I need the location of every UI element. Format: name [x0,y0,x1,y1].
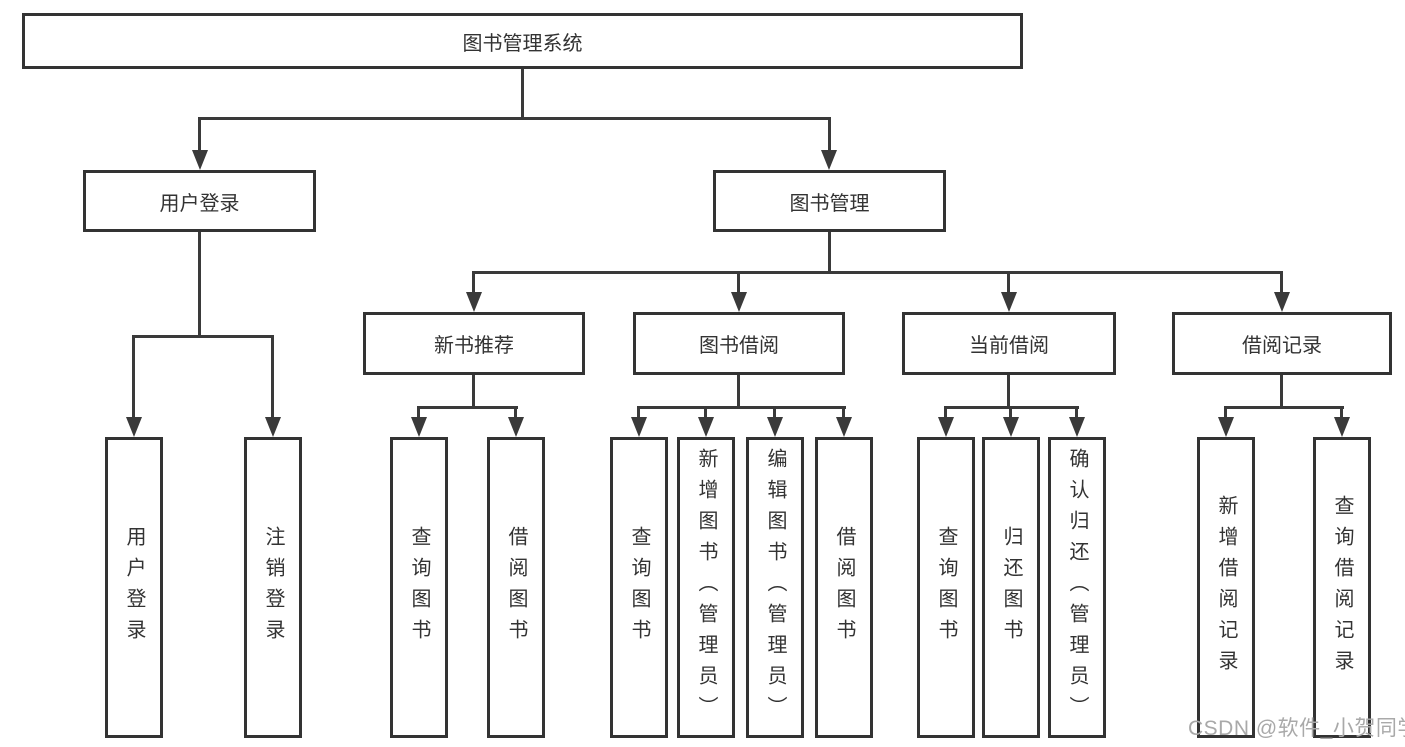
node-label: 图书管理系统 [462,32,583,55]
node-book-borrowing: 图书借阅 [633,312,845,375]
connector-book-borrow-bus [637,406,846,409]
arrowhead-down-icon [698,417,714,437]
leaf-add-borrow-record: 新增借阅记录 [1197,437,1255,738]
leaf-user-login: 用户登录 [105,437,163,738]
node-label: 图书管理 [789,192,870,215]
arrowhead-down-icon [1274,292,1290,312]
arrowhead-down-icon [411,417,427,437]
node-label: 查询借阅记录 [1331,494,1353,681]
node-current-borrowing: 当前借阅 [902,312,1116,375]
leaf-current-query-books: 查询图书 [917,437,975,738]
arrowhead-down-icon [265,417,281,437]
connector-root-bus [198,117,831,120]
leaf-return-books: 归还图书 [982,437,1040,738]
connector-drop-leaf [1224,406,1227,420]
arrowhead-down-icon [938,417,954,437]
arrowhead-down-icon [126,417,142,437]
connector-drop-leaf [1009,406,1012,420]
node-label: 借阅图书 [833,525,855,650]
node-label: 查询图书 [628,525,650,650]
connector-drop-borrow-records [1280,271,1283,297]
connector-drop-user-login [198,117,201,151]
node-label: 用户登录 [159,192,240,215]
connector-borrow-records-bus [1224,406,1344,409]
arrowhead-down-icon [1334,417,1350,437]
leaf-query-borrow-record: 查询借阅记录 [1313,437,1371,738]
node-label: 查询图书 [935,525,957,650]
node-label: 借阅记录 [1242,335,1322,357]
arrowhead-down-icon [466,292,482,312]
connector-borrow-records-stem [1280,375,1283,408]
arrowhead-down-icon [821,150,837,170]
connector-drop-leaf [773,406,776,420]
node-label: 确认归还（管理员） [1066,448,1088,727]
connector-book-management-bus [472,271,1283,274]
connector-drop-leaf [1075,406,1078,420]
node-label: 编辑图书（管理员） [764,448,786,727]
arrowhead-down-icon [731,292,747,312]
node-new-book-recommend: 新书推荐 [363,312,585,375]
arrowhead-down-icon [1069,417,1085,437]
node-label: 新增图书（管理员） [695,448,717,727]
connector-drop-book-borrow [737,271,740,297]
connector-new-book-bus [417,406,518,409]
arrowhead-down-icon [1218,417,1234,437]
connector-drop-leaf [514,406,517,420]
connector-drop-leaf [417,406,420,420]
connector-drop-leaf [944,406,947,420]
arrowhead-down-icon [192,150,208,170]
leaf-confirm-return-admin: 确认归还（管理员） [1048,437,1106,738]
connector-drop-leaf [704,406,707,420]
arrowhead-down-icon [631,417,647,437]
connector-book-borrow-stem [737,375,740,408]
leaf-recommend-query-books: 查询图书 [390,437,448,738]
node-label: 归还图书 [1000,525,1022,650]
connector-root-stem [521,69,524,119]
connector-drop-leaf [1340,406,1343,420]
node-label: 注销登录 [262,525,284,650]
connector-drop-current-borrow [1007,271,1010,297]
node-label: 借阅图书 [505,525,527,650]
connector-drop-leaf [132,335,135,420]
leaf-logout: 注销登录 [244,437,302,738]
node-user-login: 用户登录 [83,170,316,232]
connector-book-management-stem [828,232,831,272]
leaf-add-books-admin: 新增图书（管理员） [677,437,735,738]
arrowhead-down-icon [1001,292,1017,312]
leaf-borrowing-query-books: 查询图书 [610,437,668,738]
connector-drop-leaf [271,335,274,420]
node-root-system: 图书管理系统 [22,13,1023,69]
arrowhead-down-icon [767,417,783,437]
arrowhead-down-icon [508,417,524,437]
csdn-watermark: CSDN @软件_小贺同学 [1188,717,1405,740]
node-label: 用户登录 [123,525,145,650]
connector-user-login-stem [198,232,201,336]
connector-current-borrow-stem [1007,375,1010,408]
node-book-management: 图书管理 [713,170,946,232]
connector-new-book-stem [472,375,475,408]
connector-drop-leaf [637,406,640,420]
node-label: 查询图书 [408,525,430,650]
node-label: 当前借阅 [969,335,1049,357]
arrowhead-down-icon [1003,417,1019,437]
node-borrowing-records: 借阅记录 [1172,312,1392,375]
node-label: 新书推荐 [434,335,514,357]
node-label: 新增借阅记录 [1215,494,1237,681]
connector-user-login-bus [132,335,274,338]
leaf-recommend-borrow-books: 借阅图书 [487,437,545,738]
arrowhead-down-icon [836,417,852,437]
connector-drop-new-book [472,271,475,297]
leaf-borrowing-borrow-books: 借阅图书 [815,437,873,738]
connector-drop-book-management [828,117,831,151]
node-label: 图书借阅 [699,335,779,357]
connector-drop-leaf [842,406,845,420]
leaf-edit-books-admin: 编辑图书（管理员） [746,437,804,738]
